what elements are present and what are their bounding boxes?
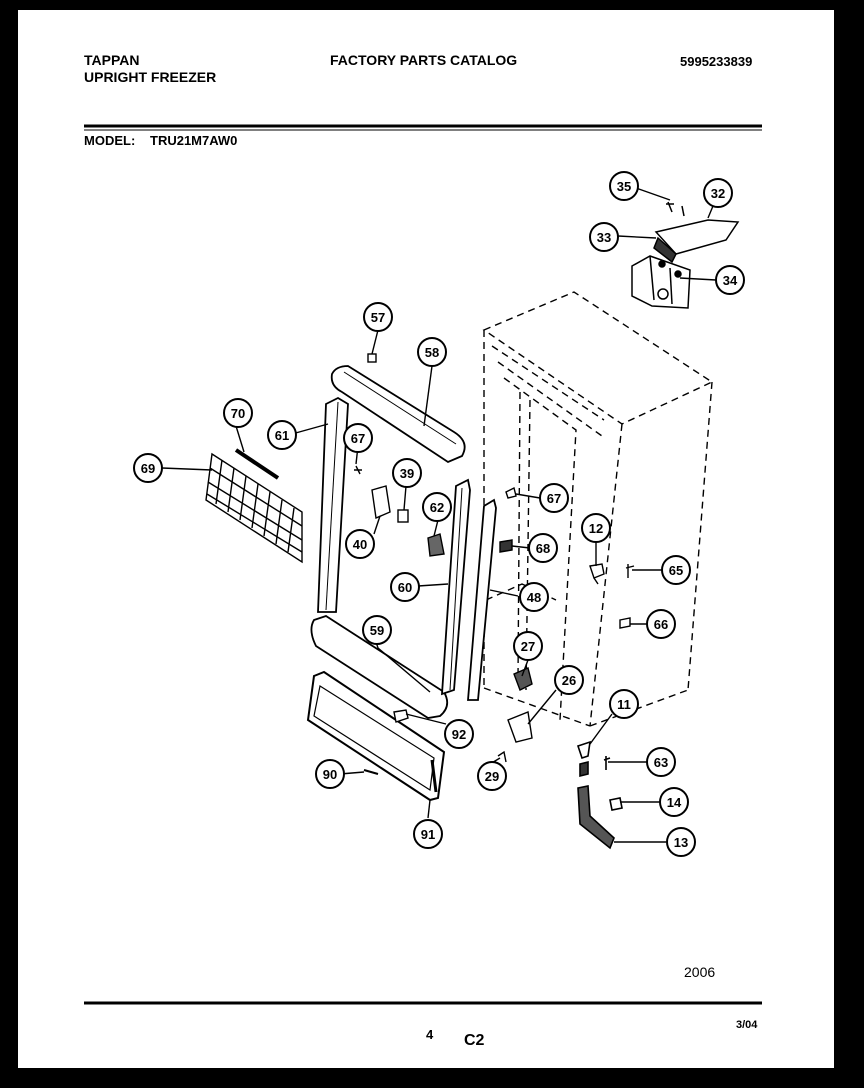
part-callout-66: 66 — [646, 609, 676, 639]
part-callout-65: 65 — [661, 555, 691, 585]
page-number: 4 — [426, 1027, 434, 1042]
svg-text:67: 67 — [547, 491, 561, 506]
part-callout-39: 39 — [392, 458, 422, 488]
part-callout-62: 62 — [422, 492, 452, 522]
svg-text:58: 58 — [425, 345, 439, 360]
section-code: C2 — [464, 1032, 485, 1049]
catalog-title: FACTORY PARTS CATALOG — [330, 52, 518, 68]
door-bottom-frame — [310, 615, 449, 719]
svg-text:59: 59 — [370, 623, 384, 638]
part-callout-69: 69 — [133, 453, 163, 483]
svg-text:68: 68 — [536, 541, 550, 556]
part-callout-35: 35 — [609, 171, 639, 201]
svg-text:32: 32 — [711, 186, 725, 201]
header-rule — [84, 124, 762, 131]
svg-text:92: 92 — [452, 727, 466, 742]
revision-date: 3/04 — [736, 1019, 758, 1031]
part-callout-63: 63 — [646, 747, 676, 777]
parts-catalog-sheet — [18, 10, 834, 1068]
svg-text:91: 91 — [421, 827, 435, 842]
svg-text:69: 69 — [141, 461, 155, 476]
brand-name: TAPPAN — [84, 52, 140, 68]
kick-plate — [306, 670, 446, 802]
grille-panel — [205, 452, 303, 564]
door-seal-rail — [467, 498, 497, 701]
part-callout-90: 90 — [315, 759, 345, 789]
part-callout-57: 57 — [363, 302, 393, 332]
svg-text:70: 70 — [231, 406, 245, 421]
small-hardware — [354, 353, 635, 775]
svg-text:48: 48 — [527, 590, 541, 605]
top-hinge-assembly — [631, 201, 740, 309]
door-left-rail — [317, 396, 349, 613]
part-callout-67-left: 67 — [343, 423, 373, 453]
svg-text:61: 61 — [275, 428, 289, 443]
svg-text:12: 12 — [589, 521, 603, 536]
svg-text:40: 40 — [353, 537, 367, 552]
svg-text:34: 34 — [723, 273, 738, 288]
part-callout-92: 92 — [444, 719, 474, 749]
part-callout-29: 29 — [477, 761, 507, 791]
part-callout-11: 11 — [609, 689, 639, 719]
svg-text:35: 35 — [617, 179, 631, 194]
svg-text:65: 65 — [669, 563, 683, 578]
product-name: UPRIGHT FREEZER — [84, 69, 217, 85]
svg-text:66: 66 — [654, 617, 668, 632]
part-callout-59: 59 — [362, 615, 392, 645]
drain-assembly — [576, 740, 623, 850]
part-callout-14: 14 — [659, 787, 689, 817]
svg-text:29: 29 — [485, 769, 499, 784]
svg-text:11: 11 — [617, 697, 631, 712]
figure-code: 2006 — [684, 964, 716, 980]
svg-text:26: 26 — [562, 673, 576, 688]
part-callout-33: 33 — [589, 222, 619, 252]
cabinet-outline — [482, 291, 714, 727]
part-callout-48: 48 — [519, 582, 549, 612]
part-callout-61: 61 — [267, 420, 297, 450]
catalog-number: 5995233839 — [680, 54, 753, 69]
part-callout-60: 60 — [390, 572, 420, 602]
svg-text:39: 39 — [400, 466, 414, 481]
svg-text:63: 63 — [654, 755, 668, 770]
part-callout-32: 32 — [703, 178, 733, 208]
svg-text:14: 14 — [667, 795, 682, 810]
svg-text:60: 60 — [398, 580, 412, 595]
model-number: TRU21M7AW0 — [150, 133, 238, 148]
part-callout-68: 68 — [528, 533, 558, 563]
svg-text:33: 33 — [597, 230, 611, 245]
svg-text:62: 62 — [430, 500, 444, 515]
part-callout-91: 91 — [413, 819, 443, 849]
svg-text:67: 67 — [351, 431, 365, 446]
svg-text:57: 57 — [371, 310, 385, 325]
part-callout-34: 34 — [715, 265, 745, 295]
grille-strip — [234, 448, 280, 480]
svg-text:90: 90 — [323, 767, 337, 782]
door-top-frame — [330, 365, 466, 464]
part-callout-12: 12 — [581, 513, 611, 543]
part-callout-27: 27 — [513, 631, 543, 661]
part-callout-13: 13 — [666, 827, 696, 857]
part-callout-67-right: 67 — [539, 483, 569, 513]
part-callout-58: 58 — [417, 337, 447, 367]
svg-text:13: 13 — [674, 835, 688, 850]
model-label: MODEL: — [84, 133, 136, 148]
part-callout-40: 40 — [345, 529, 375, 559]
door-right-rail — [441, 478, 471, 696]
part-callout-26: 26 — [554, 665, 584, 695]
part-callout-70: 70 — [223, 398, 253, 428]
svg-text:27: 27 — [521, 639, 535, 654]
